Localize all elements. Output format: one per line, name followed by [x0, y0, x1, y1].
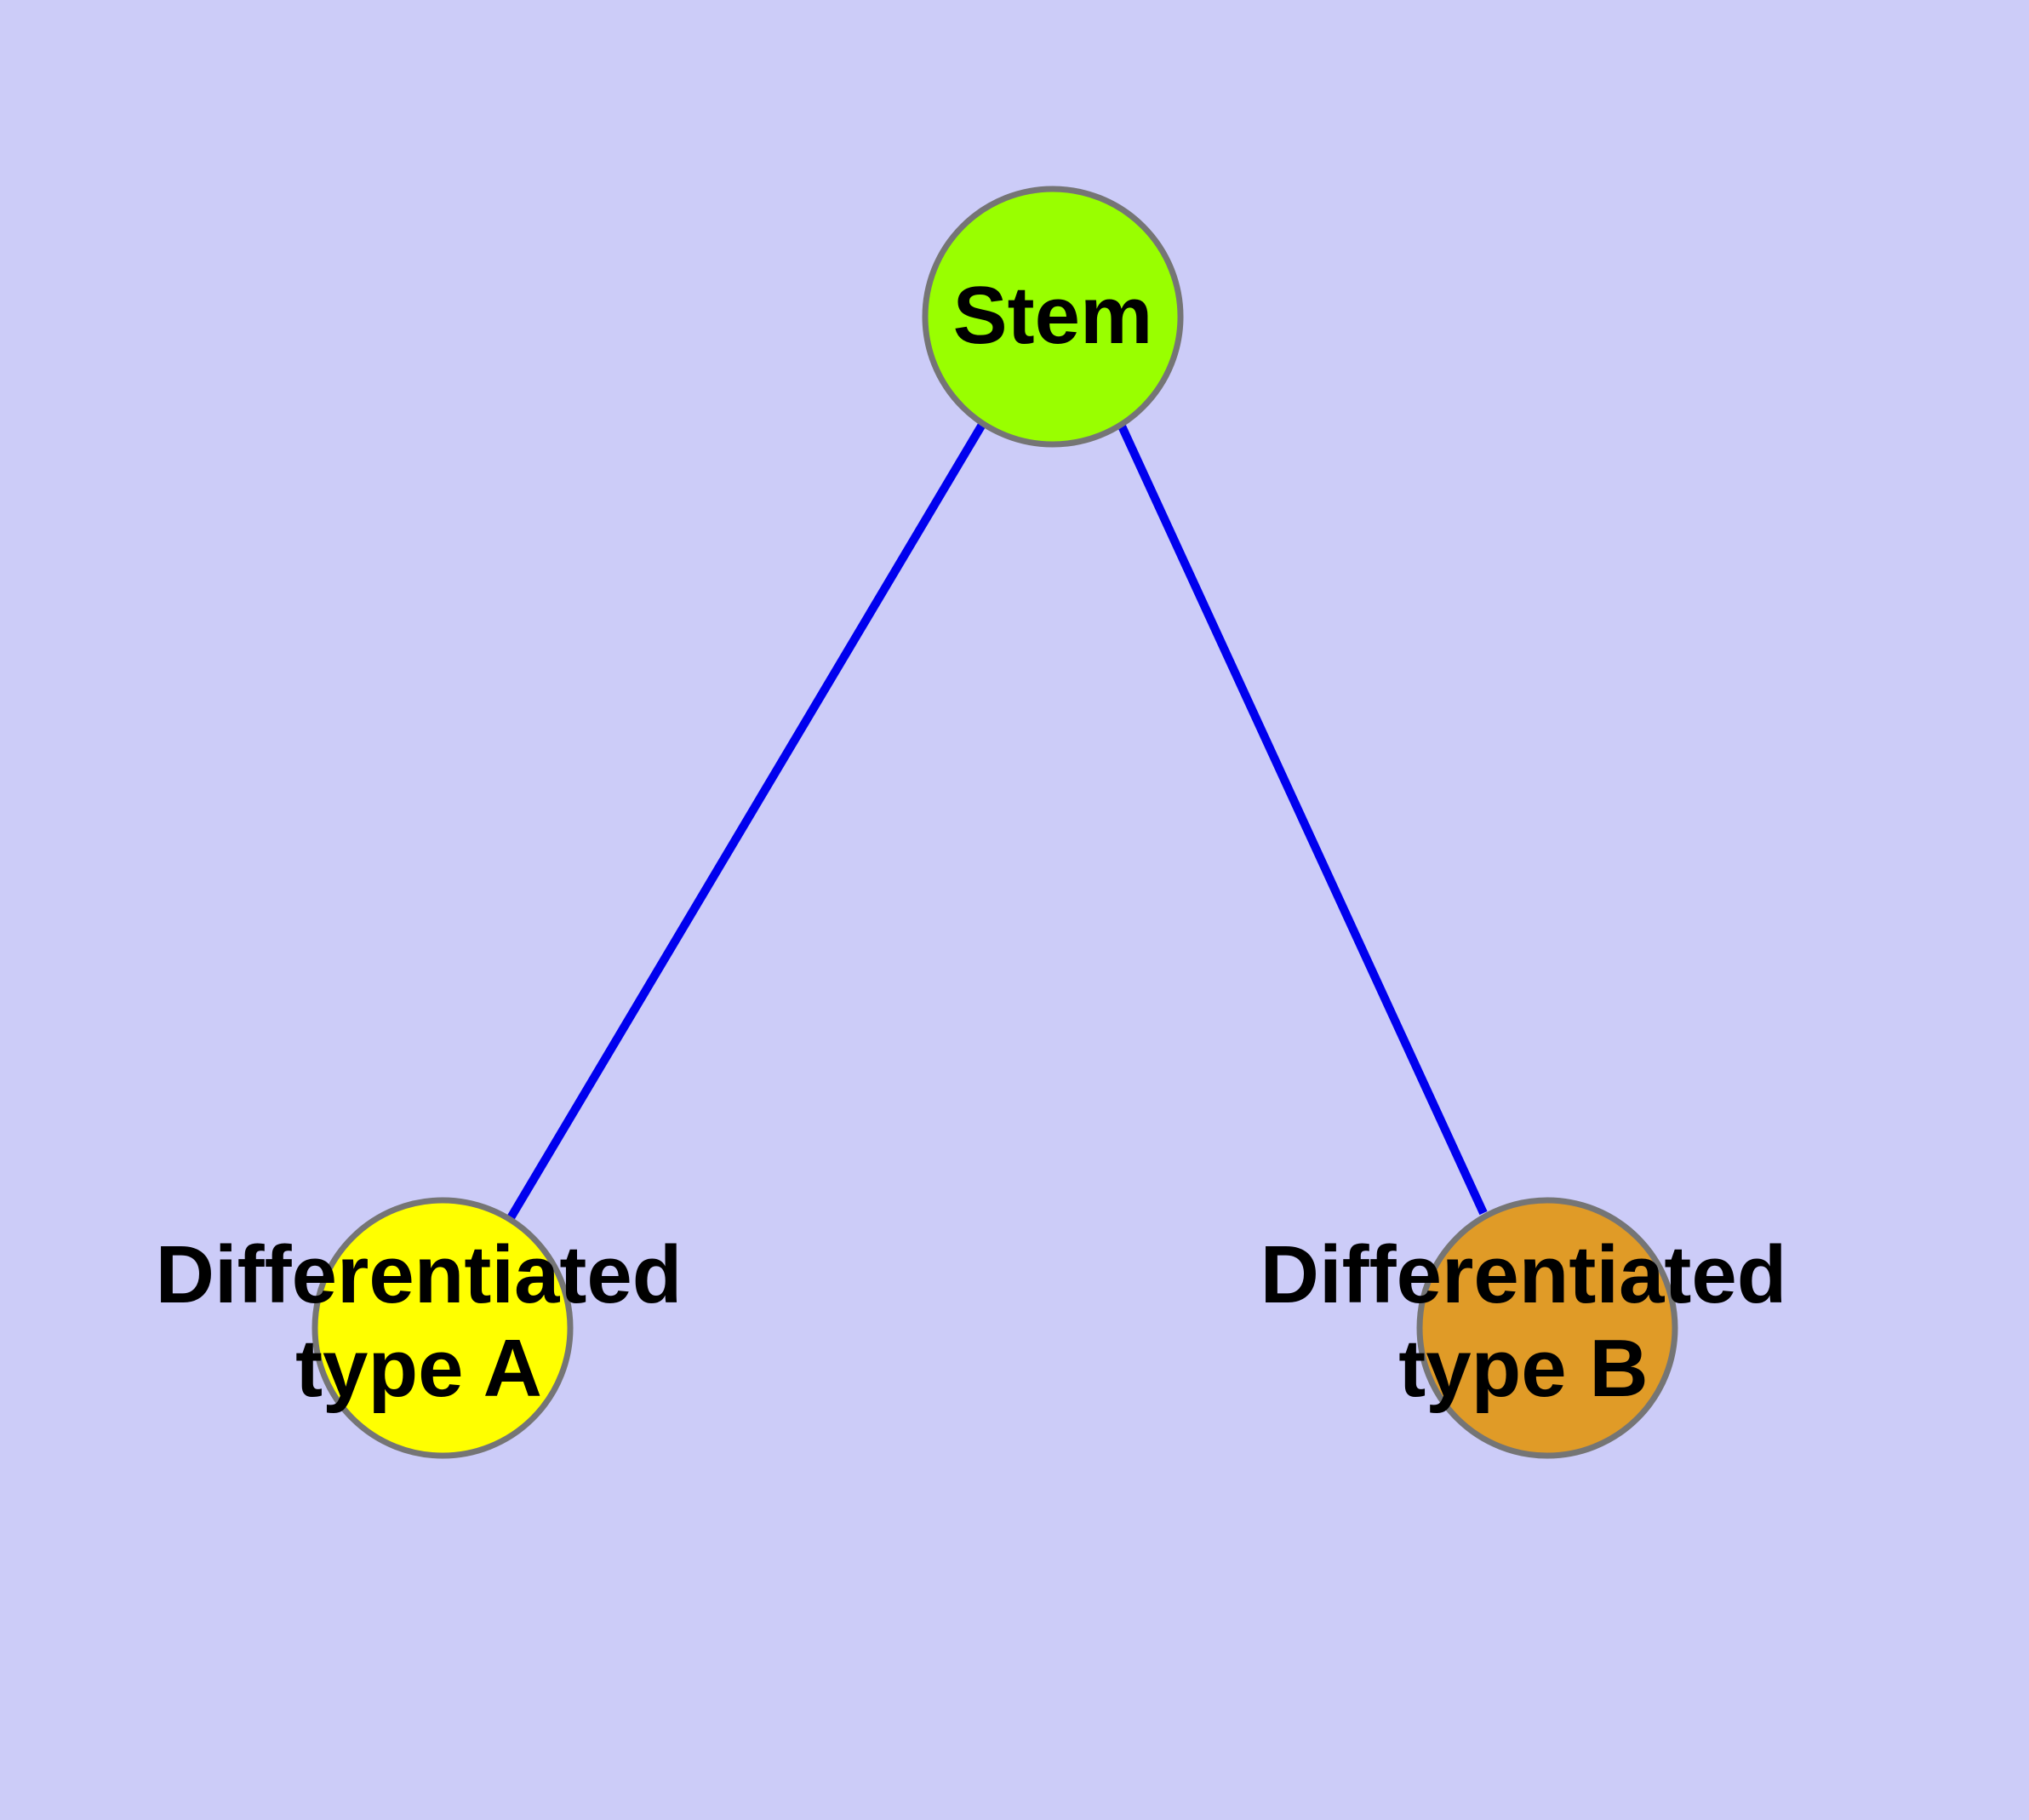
node-label-line: Differentiated [1260, 1229, 1787, 1320]
node-circle-stem[interactable] [922, 186, 1184, 448]
edges-layer [505, 418, 1488, 1223]
node-circle-diff-a[interactable] [311, 1197, 574, 1459]
node-label-line: type B [1398, 1323, 1648, 1414]
node-label-stem: Stem [953, 270, 1153, 361]
node-label-line: type A [295, 1323, 542, 1414]
edge-stem-to-diff-b[interactable] [1115, 418, 1488, 1216]
node-label-line: Stem [953, 270, 1153, 361]
node-circle-diff-b[interactable] [1416, 1197, 1678, 1459]
node-label-line: Differentiated [156, 1229, 683, 1320]
node-stem[interactable]: Stem [922, 186, 1184, 448]
edge-stem-to-diff-a[interactable] [505, 421, 987, 1223]
